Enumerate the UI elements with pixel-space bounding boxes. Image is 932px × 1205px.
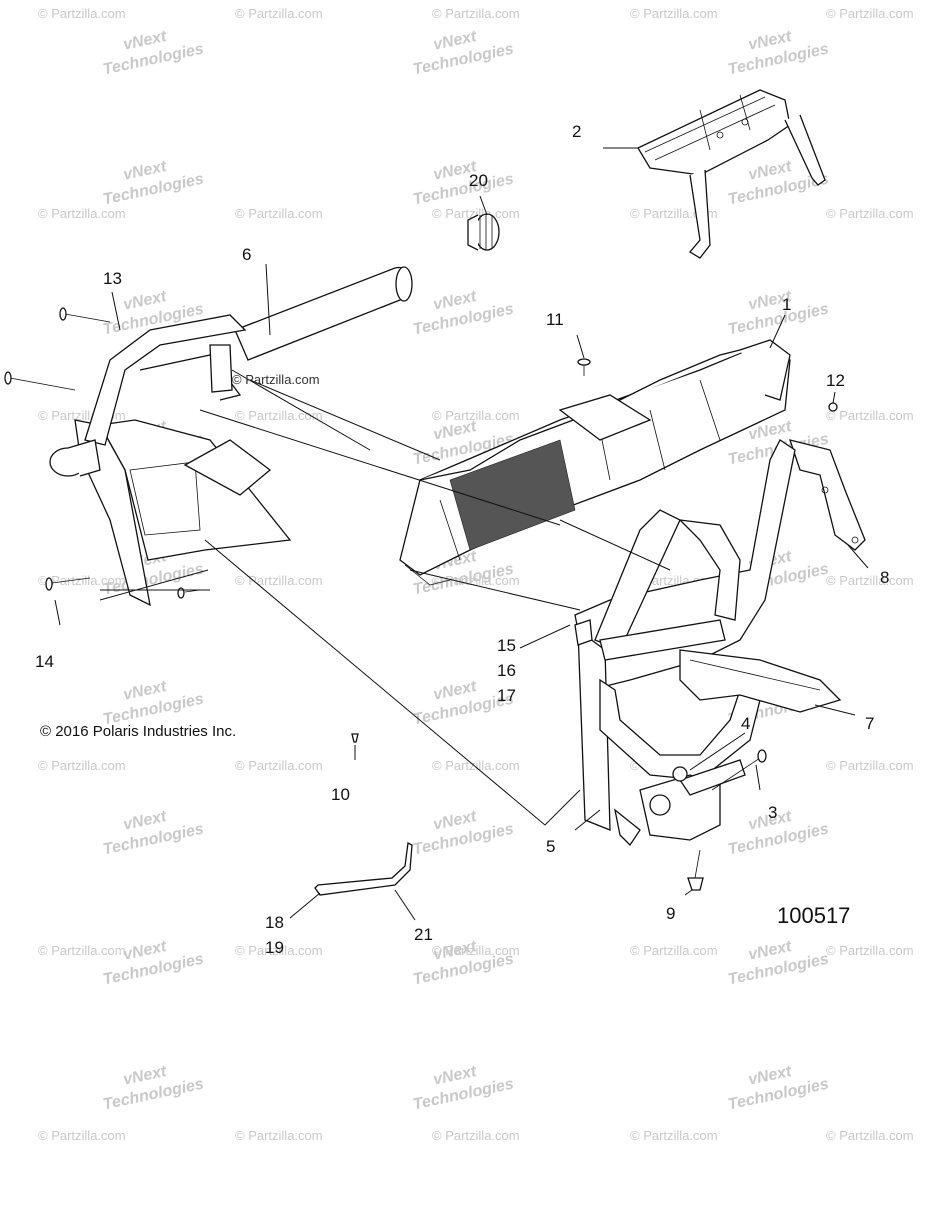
watermark-site: © Partzilla.com (826, 206, 914, 221)
watermark-site: © Partzilla.com (826, 1128, 914, 1143)
watermark-site: © Partzilla.com (630, 6, 718, 21)
callout-3: 3 (768, 803, 777, 822)
callout-13: 13 (103, 269, 122, 288)
watermark-site: © Partzilla.com (432, 573, 520, 588)
callout-2: 2 (572, 122, 581, 141)
part-15-clip[interactable] (574, 619, 593, 646)
watermark-site: © Partzilla.com (38, 6, 126, 21)
watermark-site: © Partzilla.com (235, 573, 323, 588)
watermark-site: © Partzilla.com (826, 758, 914, 773)
watermark-site: © Partzilla.com (826, 573, 914, 588)
callout-9: 9 (666, 904, 675, 923)
watermark-site: © Partzilla.com (826, 6, 914, 21)
watermark-site: © Partzilla.com (38, 1128, 126, 1143)
part-11-screw[interactable] (577, 358, 591, 376)
part-7-bracket[interactable] (679, 649, 842, 713)
watermark-site: © Partzilla.com (432, 758, 520, 773)
callout-19: 19 (265, 938, 284, 957)
callout-17: 17 (497, 686, 516, 705)
callout-18: 18 (265, 913, 284, 932)
callout-labels: 1 2 3 4 5 6 7 8 9 10 11 12 13 14 15 16 1… (35, 122, 889, 957)
watermark-site: © Partzilla.com (38, 943, 126, 958)
callout-21: 21 (414, 925, 433, 944)
watermark-site: © Partzilla.com (432, 6, 520, 21)
part-10-screw[interactable] (351, 733, 359, 743)
part-6-tube[interactable] (234, 266, 413, 361)
part-8-bracket[interactable] (789, 439, 866, 551)
callout-4: 4 (741, 714, 750, 733)
watermark-site: © Partzilla.com (38, 573, 126, 588)
watermark-site: © Partzilla.com (235, 943, 323, 958)
watermark-site: © Partzilla.com (826, 943, 914, 958)
callout-5: 5 (546, 837, 555, 856)
watermark-site: © Partzilla.com (432, 408, 520, 423)
watermark-site: © Partzilla.com (38, 758, 126, 773)
watermark-site: © Partzilla.com (235, 758, 323, 773)
callout-16: 16 (497, 661, 516, 680)
part-guard-assembly[interactable] (49, 314, 292, 607)
callout-15: 15 (497, 636, 516, 655)
part-21-strap[interactable] (314, 842, 413, 896)
part-1-front-frame[interactable] (399, 339, 791, 586)
watermark-site: © Partzilla.com (235, 206, 323, 221)
part-12-screw[interactable] (828, 402, 838, 412)
watermark-site: © Partzilla.com (235, 408, 323, 423)
site-watermark-inline: © Partzilla.com (232, 372, 320, 387)
callout-20: 20 (469, 171, 488, 190)
watermark-site: © Partzilla.com (826, 408, 914, 423)
callout-6: 6 (242, 245, 251, 264)
callout-8: 8 (880, 568, 889, 587)
watermark-site: © Partzilla.com (235, 6, 323, 21)
watermark-site: © Partzilla.com (432, 1128, 520, 1143)
callout-12: 12 (826, 371, 845, 390)
callout-11: 11 (546, 310, 564, 329)
part-13-bolts[interactable] (4, 307, 111, 391)
part-3-bolt[interactable] (711, 749, 767, 791)
watermark-site: © Partzilla.com (235, 1128, 323, 1143)
part-9-bolt[interactable] (687, 849, 704, 891)
watermark-site: © Partzilla.com (432, 943, 520, 958)
part-5-frame[interactable] (574, 439, 796, 847)
leader-lines (54, 147, 869, 921)
callout-10: 10 (331, 785, 350, 804)
part-20-grommet[interactable] (467, 213, 500, 251)
part-4-nut[interactable] (672, 766, 688, 782)
watermark-site: © Partzilla.com (630, 943, 718, 958)
copyright-text: © 2016 Polaris Industries Inc. (40, 723, 236, 740)
part-2-bracket[interactable] (637, 89, 826, 259)
watermark-site: © Partzilla.com (38, 206, 126, 221)
callout-14: 14 (35, 652, 54, 671)
watermark-site: © Partzilla.com (432, 206, 520, 221)
callout-1: 1 (782, 295, 791, 314)
callout-7: 7 (865, 714, 874, 733)
watermark-site: © Partzilla.com (630, 1128, 718, 1143)
diagram-number: 100517 (777, 903, 850, 928)
